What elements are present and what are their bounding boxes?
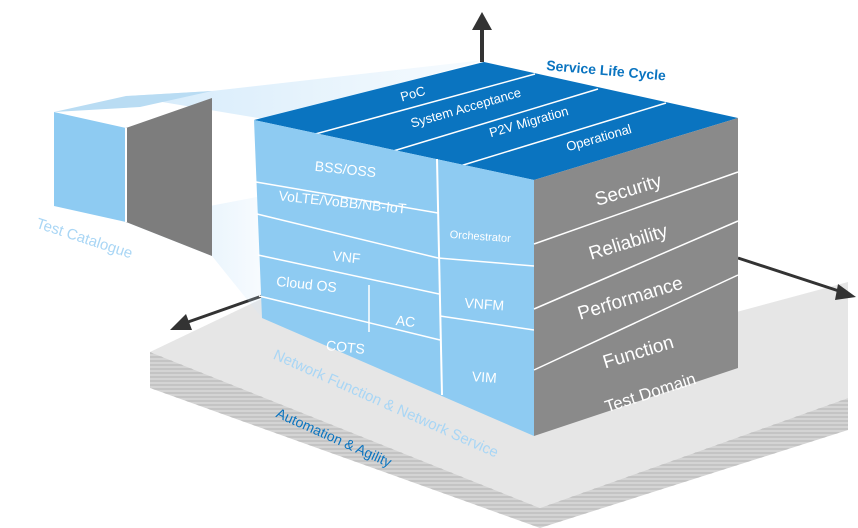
catalogue-front (54, 112, 126, 222)
test-catalogue-box (54, 91, 212, 256)
axis-right-line (737, 256, 843, 294)
cube-front: BSS/OSS VoLTE/VoBB/NB-IoT VNF Cloud OS A… (254, 120, 535, 436)
layer-cots: COTS (325, 337, 365, 357)
cube-top: PoC System Acceptance P2V Migration Oper… (254, 62, 738, 180)
catalogue-side (126, 98, 212, 256)
stage-poc: PoC (399, 83, 427, 104)
platform-right-side (540, 398, 848, 528)
stage-divider-1 (296, 73, 536, 140)
axis-right-arrowhead (835, 284, 856, 300)
layer-ac: AC (395, 312, 416, 330)
layer-bss-oss: BSS/OSS (314, 158, 377, 180)
service-life-cycle-title: Service Life Cycle (546, 57, 667, 83)
layer-vim: VIM (471, 368, 497, 386)
side-face (534, 118, 738, 436)
stage-divider-2 (389, 88, 599, 153)
platform-front-side (150, 352, 540, 528)
beam-upper (126, 60, 484, 120)
stage-divider-3 (459, 102, 667, 167)
layer-cloud-os: Cloud OS (276, 273, 338, 295)
catalogue-top (54, 91, 212, 112)
front-face (254, 120, 534, 436)
axis-left-arrowhead (170, 314, 192, 330)
layer-vnf: VNF (332, 248, 362, 267)
cube-side: Security Reliability Performance Functio… (533, 118, 739, 436)
top-face (254, 62, 738, 180)
test-catalogue-label: Test Catalogue (34, 215, 134, 262)
axis-up-arrowhead (472, 12, 492, 30)
layer-orchestrator: Orchestrator (449, 229, 511, 245)
layer-vnfm: VNFM (464, 295, 505, 314)
